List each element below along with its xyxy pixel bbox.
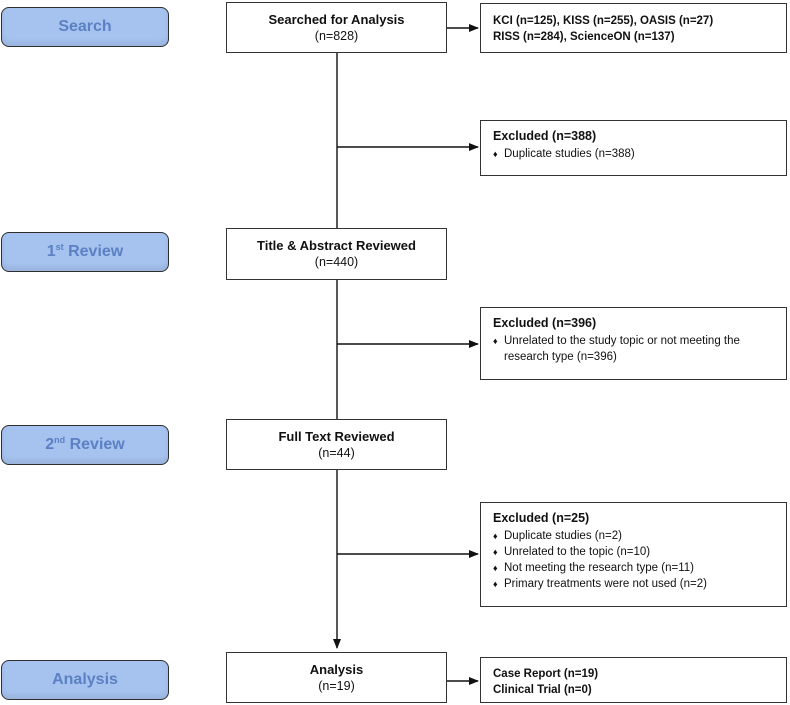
excluded-2-box: Excluded (n=396) ♦ Unrelated to the stud… [480, 307, 787, 380]
list-item: ♦ Not meeting the research type (n=11) [493, 560, 776, 576]
analysis-count: (n=19) [318, 678, 355, 693]
stage-search-label: Search [58, 18, 112, 35]
title-abstract-box: Title & Abstract Reviewed (n=440) [226, 228, 447, 280]
full-text-title: Full Text Reviewed [278, 428, 395, 444]
stage-first-review: 1st Review [1, 232, 169, 272]
list-item: ♦ Duplicate studies (n=2) [493, 528, 776, 544]
sources-line-2: RISS (n=284), ScienceON (n=137) [493, 31, 675, 43]
analysis-types-box: Case Report (n=19) Clinical Trial (n=0) [480, 657, 787, 703]
list-item: ♦ Primary treatments were not used (n=2) [493, 576, 776, 592]
analysis-title: Analysis [309, 661, 364, 677]
bullet-icon: ♦ [493, 547, 498, 557]
list-item: ♦ Unrelated to the study topic or not me… [493, 333, 776, 365]
sources-box: KCI (n=125), KISS (n=255), OASIS (n=27) … [480, 3, 787, 53]
title-abstract-count: (n=440) [314, 255, 359, 269]
stage-search: Search [1, 7, 169, 47]
full-text-count: (n=44) [318, 445, 355, 460]
list-item: ♦ Unrelated to the topic (n=10) [493, 544, 776, 560]
excluded-2-title: Excluded (n=396) [493, 316, 597, 330]
analysis-box: Analysis (n=19) [226, 652, 447, 703]
excluded-1-box: Excluded (n=388) ♦ Duplicate studies (n=… [480, 120, 787, 176]
stage-second-review: 2nd Review [1, 425, 169, 465]
stage-analysis: Analysis [1, 660, 169, 700]
analysis-types-line-1: Case Report (n=19) [493, 668, 599, 680]
excluded-3-item-2: Unrelated to the topic (n=10) [504, 546, 651, 558]
full-text-box: Full Text Reviewed (n=44) [226, 419, 447, 470]
bullet-icon: ♦ [493, 336, 498, 346]
bullet-icon: ♦ [493, 563, 498, 573]
searched-count: (n=828) [314, 28, 359, 43]
stage-analysis-label: Analysis [52, 671, 118, 688]
stage-first-review-label: 1st Review [46, 242, 124, 260]
bullet-icon: ♦ [493, 149, 498, 159]
excluded-3-item-3: Not meeting the research type (n=11) [504, 562, 694, 574]
bullet-icon: ♦ [493, 531, 498, 541]
bullet-icon: ♦ [493, 579, 498, 589]
excluded-1-item: Duplicate studies (n=388) [504, 148, 635, 160]
excluded-3-item-1: Duplicate studies (n=2) [504, 530, 622, 542]
searched-box: Searched for Analysis (n=828) [226, 2, 447, 53]
stage-second-review-label: 2nd Review [45, 435, 125, 453]
excluded-3-item-4: Primary treatments were not used (n=2) [504, 578, 707, 590]
searched-title: Searched for Analysis [268, 11, 405, 27]
excluded-1-title: Excluded (n=388) [493, 129, 597, 143]
excluded-3-title: Excluded (n=25) [493, 511, 590, 525]
sources-line-1: KCI (n=125), KISS (n=255), OASIS (n=27) [493, 15, 714, 27]
title-abstract-title: Title & Abstract Reviewed [257, 238, 416, 253]
list-item: ♦ Duplicate studies (n=388) [493, 146, 776, 162]
analysis-types-line-2: Clinical Trial (n=0) [493, 684, 592, 696]
excluded-2-item: Unrelated to the study topic or not meet… [504, 335, 740, 363]
excluded-3-box: Excluded (n=25) ♦ Duplicate studies (n=2… [480, 502, 787, 607]
